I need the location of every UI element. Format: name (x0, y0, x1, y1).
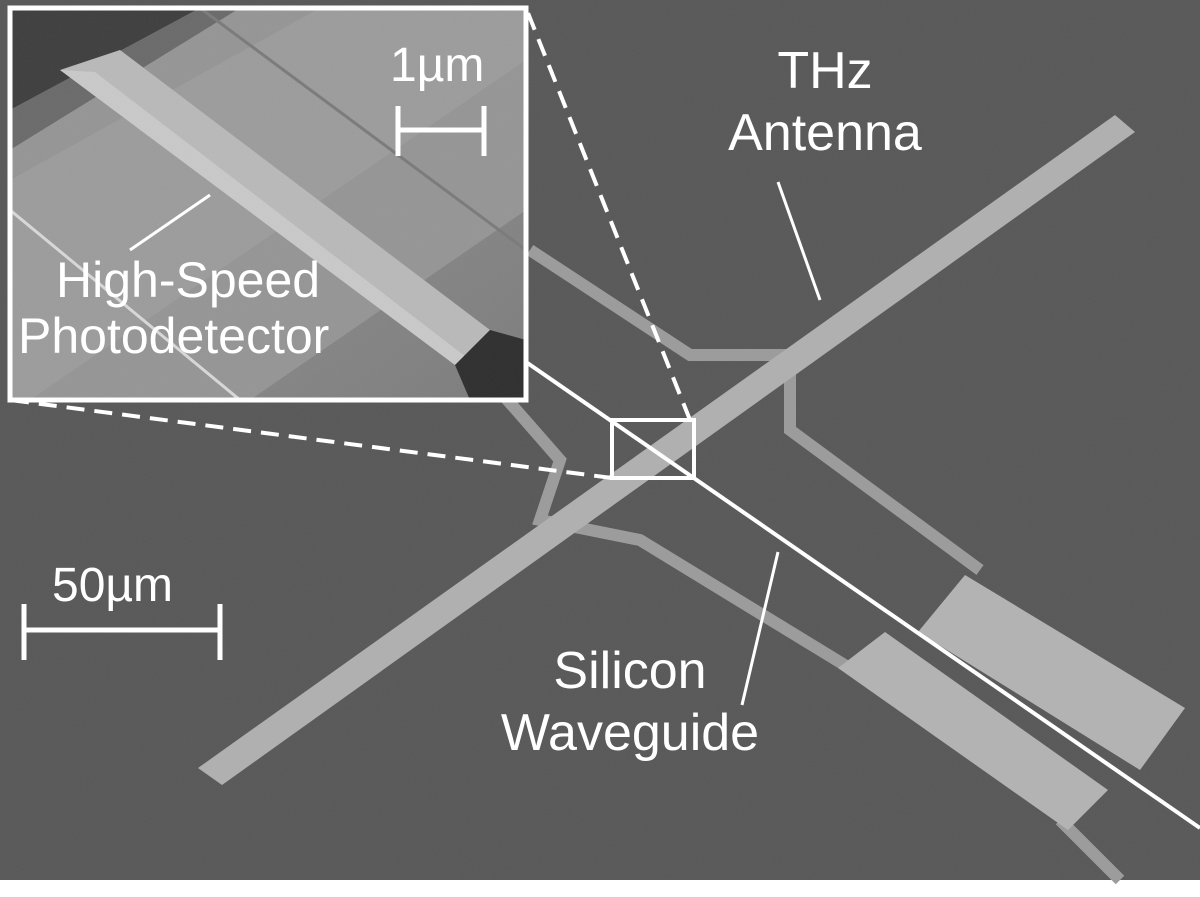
scale-bar-50um-label: 50µm (52, 559, 174, 612)
contact-pad-lower (838, 632, 1108, 830)
zoom-region-box (610, 418, 696, 480)
label-line: High-Speed (56, 252, 321, 308)
contact-pad-upper (918, 575, 1185, 770)
inset-border (7, 5, 529, 403)
zoom-connector-dashed-left (9, 398, 613, 480)
silicon-waveguide-label: Silicon Waveguide (445, 640, 815, 764)
photodetector-pointer (129, 193, 211, 252)
photodetector-label: High-Speed Photodetector (18, 252, 438, 364)
scale-bar-50um (21, 604, 223, 660)
scale-bar-1um-label: 1µm (390, 39, 485, 92)
label-line: Silicon (553, 642, 707, 700)
label-line: Waveguide (500, 704, 760, 762)
thz-antenna-arm (198, 115, 1135, 785)
label-line: THz (777, 42, 873, 100)
waveguide-pointer (740, 551, 780, 706)
antenna-pointer (776, 181, 822, 301)
zoom-connector-dashed-top (524, 7, 692, 421)
label-line: Photodetector (18, 308, 330, 364)
label-line: Antenna (728, 104, 922, 162)
zoom-connector-solid (524, 360, 1200, 830)
thz-antenna-label: THz Antenna (690, 40, 960, 164)
scale-bar-1um (395, 106, 487, 156)
